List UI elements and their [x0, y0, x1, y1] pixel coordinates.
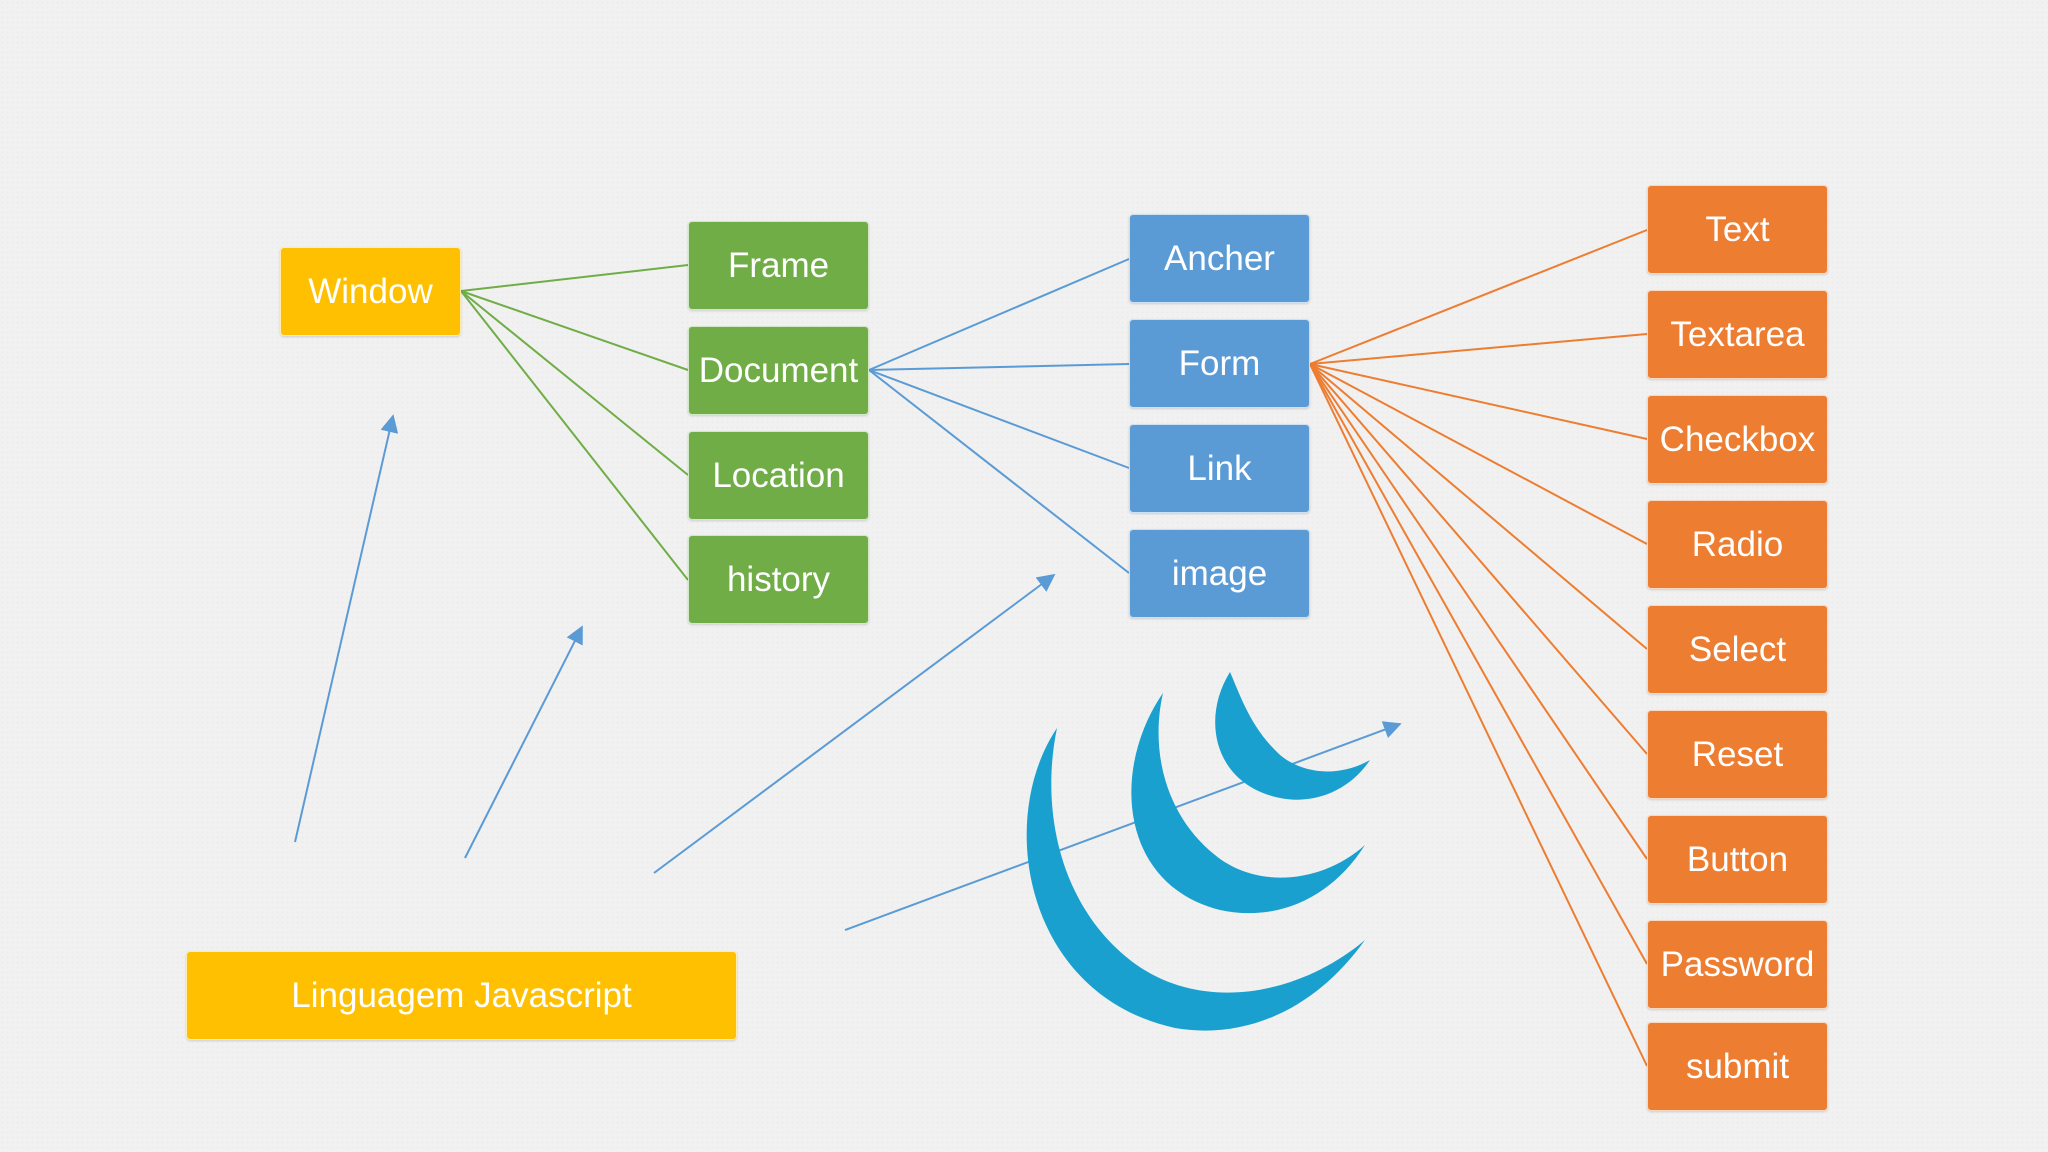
select-label: Select: [1688, 629, 1787, 669]
connector-window-location: [460, 290, 689, 476]
form-connectors: [1309, 229, 1648, 1067]
image-box: image: [1129, 529, 1310, 618]
connector-document-ancher: [868, 258, 1130, 371]
form-box: Form: [1129, 319, 1310, 408]
textarea-label: Textarea: [1670, 314, 1805, 354]
connector-form-textarea: [1309, 333, 1648, 365]
text-box: Text: [1647, 185, 1828, 274]
arrow-to-blue-column: [653, 573, 1056, 874]
ancher-box: Ancher: [1129, 214, 1310, 303]
connector-form-reset: [1309, 363, 1648, 755]
connector-form-submit: [1309, 363, 1648, 1067]
jquery-logo-icon: [1026, 672, 1370, 1031]
document-box: Document: [688, 326, 869, 415]
image-label: image: [1171, 553, 1268, 593]
frame-box: Frame: [688, 221, 869, 310]
connector-form-button: [1309, 363, 1648, 860]
language-arrows: [294, 414, 1402, 931]
frame-label: Frame: [727, 245, 830, 285]
location-label: Location: [712, 455, 845, 495]
connector-form-password: [1309, 363, 1648, 965]
link-label: Link: [1187, 448, 1252, 488]
radio-label: Radio: [1691, 524, 1784, 564]
checkbox-box: Checkbox: [1647, 395, 1828, 484]
arrow-to-orange-column: [844, 721, 1402, 931]
window-label: Window: [308, 271, 433, 311]
text-label: Text: [1705, 209, 1770, 249]
language-label: Linguagem Javascript: [291, 975, 632, 1015]
link-box: Link: [1129, 424, 1310, 513]
textarea-box: Textarea: [1647, 290, 1828, 379]
reset-box: Reset: [1647, 710, 1828, 799]
checkbox-label: Checkbox: [1659, 419, 1816, 459]
arrow-to-green-column: [464, 625, 583, 859]
password-box: Password: [1647, 920, 1828, 1009]
connector-window-frame: [460, 264, 689, 292]
history-box: history: [688, 535, 869, 624]
connector-window-history: [460, 290, 689, 581]
password-label: Password: [1660, 944, 1815, 984]
reset-label: Reset: [1691, 734, 1784, 774]
ancher-label: Ancher: [1164, 238, 1275, 278]
connector-document-image: [868, 369, 1130, 574]
connector-form-checkbox: [1309, 363, 1648, 440]
document-connectors: [868, 258, 1130, 574]
language-box: Linguagem Javascript: [186, 951, 737, 1040]
document-label: Document: [698, 350, 859, 390]
location-box: Location: [688, 431, 869, 520]
connector-form-text: [1309, 229, 1648, 365]
window-connectors: [460, 264, 689, 581]
button-box: Button: [1647, 815, 1828, 904]
connector-window-document: [460, 290, 689, 371]
form-label: Form: [1178, 343, 1261, 383]
select-box: Select: [1647, 605, 1828, 694]
submit-box: submit: [1647, 1022, 1828, 1111]
button-label: Button: [1686, 839, 1789, 879]
window-box: Window: [280, 247, 461, 336]
submit-label: submit: [1685, 1046, 1790, 1086]
connector-form-radio: [1309, 363, 1648, 545]
connector-document-form: [868, 363, 1130, 371]
connector-form-select: [1309, 363, 1648, 650]
history-label: history: [726, 559, 831, 599]
radio-box: Radio: [1647, 500, 1828, 589]
connector-document-link: [868, 369, 1130, 469]
arrow-to-window: [294, 414, 399, 843]
